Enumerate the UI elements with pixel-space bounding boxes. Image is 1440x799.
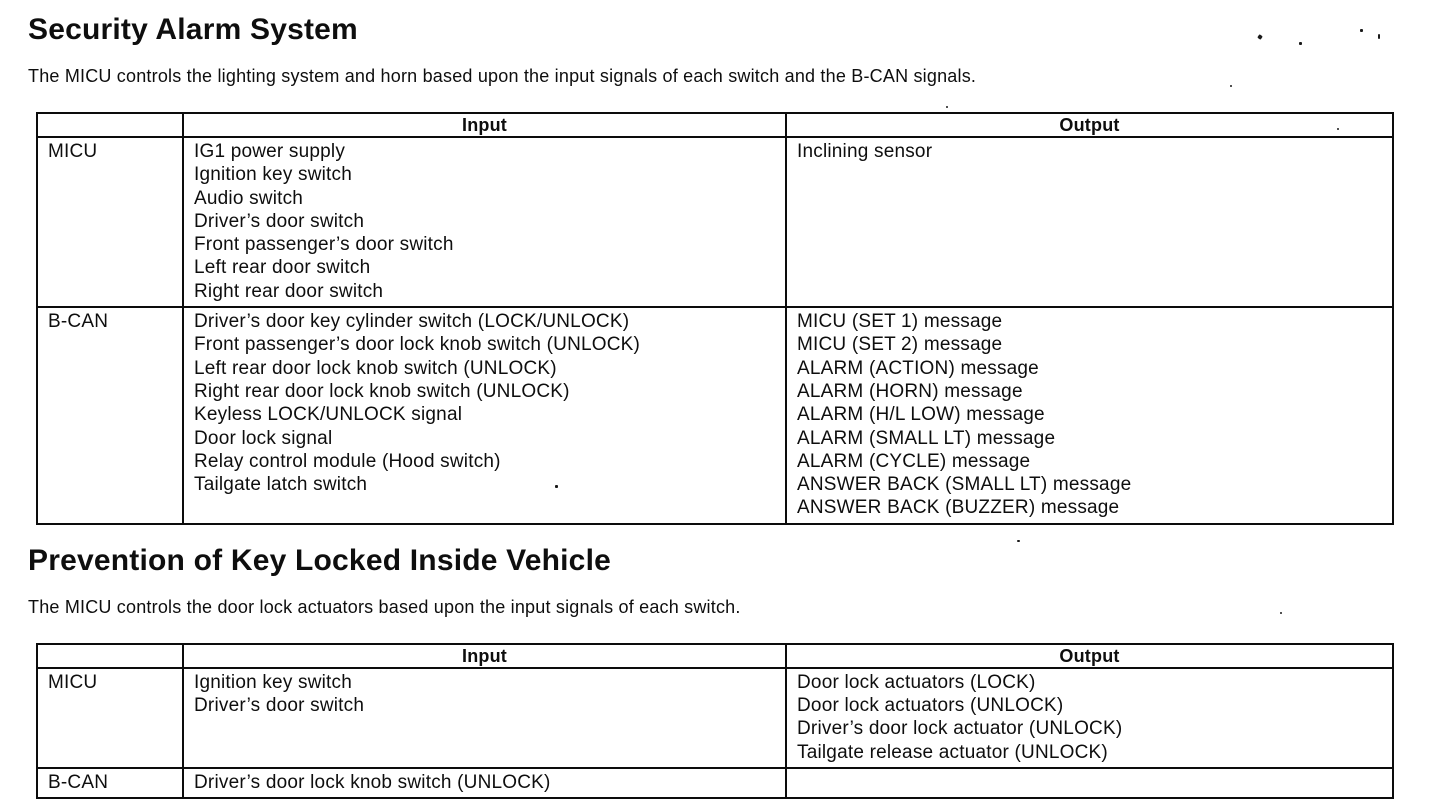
cell-line: Door lock actuators (LOCK) xyxy=(797,671,1036,693)
header-cell-input: Input xyxy=(182,642,787,669)
scan-noise-speck xyxy=(1337,128,1339,130)
cell-line: ALARM (H/L LOW) message xyxy=(797,404,1045,426)
header-cell-input: Input xyxy=(182,112,787,138)
cell-line: ALARM (ACTION) message xyxy=(797,357,1039,379)
cell-line: Right rear door lock knob switch (UNLOCK… xyxy=(194,380,570,402)
table-header-row: Input Output xyxy=(36,112,1394,138)
cell-line: Front passenger’s door lock knob switch … xyxy=(194,334,641,356)
section-heading-security-alarm: Security Alarm System xyxy=(28,13,358,46)
table-row-bcan: B-CAN Driver’s door lock knob switch (UN… xyxy=(36,766,1394,799)
row-label-micu: MICU xyxy=(36,135,184,309)
cell-line: ANSWER BACK (SMALL LT) message xyxy=(797,474,1132,496)
scan-noise-speck xyxy=(1378,34,1380,39)
cell-line: Driver’s door key cylinder switch (LOCK/… xyxy=(194,311,630,333)
scan-noise-speck xyxy=(946,106,948,108)
cell-line: ALARM (HORN) message xyxy=(797,380,1023,402)
section-intro-key-lock-prevention: The MICU controls the door lock actuator… xyxy=(28,596,741,617)
section-intro-security-alarm: The MICU controls the lighting system an… xyxy=(28,66,977,86)
row-label-bcan: B-CAN xyxy=(36,306,184,525)
header-cell-output: Output xyxy=(785,112,1394,138)
micu-output-cell: Inclining sensor xyxy=(785,135,1394,309)
cell-line: MICU (SET 1) message xyxy=(797,311,1003,333)
cell-line: Door lock actuators (UNLOCK) xyxy=(797,695,1064,717)
scan-noise-speck xyxy=(1360,29,1363,32)
cell-line: Driver’s door switch xyxy=(194,210,365,232)
cell-line: Right rear door switch xyxy=(194,280,384,302)
row-label-bcan: B-CAN xyxy=(36,766,184,799)
scan-noise-speck xyxy=(1230,85,1232,87)
cell-line: Ignition key switch xyxy=(194,164,352,186)
cell-line: Tailgate release actuator (UNLOCK) xyxy=(797,741,1108,763)
table-row-bcan: B-CAN Driver’s door key cylinder switch … xyxy=(36,306,1394,525)
header-cell-source xyxy=(36,642,184,669)
cell-line: Driver’s door switch xyxy=(194,695,365,717)
header-cell-source xyxy=(36,112,184,138)
cell-line: Inclining sensor xyxy=(797,141,933,162)
cell-line: Keyless LOCK/UNLOCK signal xyxy=(194,404,463,426)
scan-noise-speck xyxy=(1017,540,1020,542)
cell-line: Left rear door lock knob switch (UNLOCK) xyxy=(194,357,557,379)
bcan-output-cell xyxy=(785,766,1394,799)
row-label-micu: MICU xyxy=(36,666,184,769)
cell-line: ANSWER BACK (BUZZER) message xyxy=(797,497,1120,519)
cell-line: Driver’s door lock knob switch (UNLOCK) xyxy=(194,771,551,793)
cell-line: IG1 power supply xyxy=(194,141,346,162)
cell-line: Ignition key switch xyxy=(194,671,352,693)
cell-line: Left rear door switch xyxy=(194,257,371,279)
cell-line: Driver’s door lock actuator (UNLOCK) xyxy=(797,718,1123,740)
cell-line: Front passenger’s door switch xyxy=(194,234,454,256)
bcan-input-cell: Driver’s door key cylinder switch (LOCK/… xyxy=(182,306,787,525)
header-cell-output: Output xyxy=(785,642,1394,669)
cell-line: MICU (SET 2) message xyxy=(797,334,1003,356)
cell-line: Audio switch xyxy=(194,187,304,209)
cell-line: ALARM (SMALL LT) message xyxy=(797,427,1056,449)
scan-noise-speck xyxy=(1280,612,1282,614)
section-key-lock-prevention: Prevention of Key Locked Inside Vehicle … xyxy=(0,544,1440,799)
bcan-input-cell: Driver’s door lock knob switch (UNLOCK) xyxy=(182,766,787,799)
scan-noise-speck xyxy=(555,485,558,488)
table-header-row: Input Output xyxy=(36,642,1394,669)
cell-line: Door lock signal xyxy=(194,427,333,449)
micu-output-cell: Door lock actuators (LOCK)Door lock actu… xyxy=(785,666,1394,769)
cell-line: Tailgate latch switch xyxy=(194,474,368,496)
cell-line: Relay control module (Hood switch) xyxy=(194,450,501,472)
scan-noise-speck xyxy=(1299,42,1302,45)
section-security-alarm-system: Security Alarm System The MICU controls … xyxy=(0,13,1440,525)
cell-line: ALARM (CYCLE) message xyxy=(797,450,1031,472)
section-heading-key-lock-prevention: Prevention of Key Locked Inside Vehicle xyxy=(28,543,611,577)
